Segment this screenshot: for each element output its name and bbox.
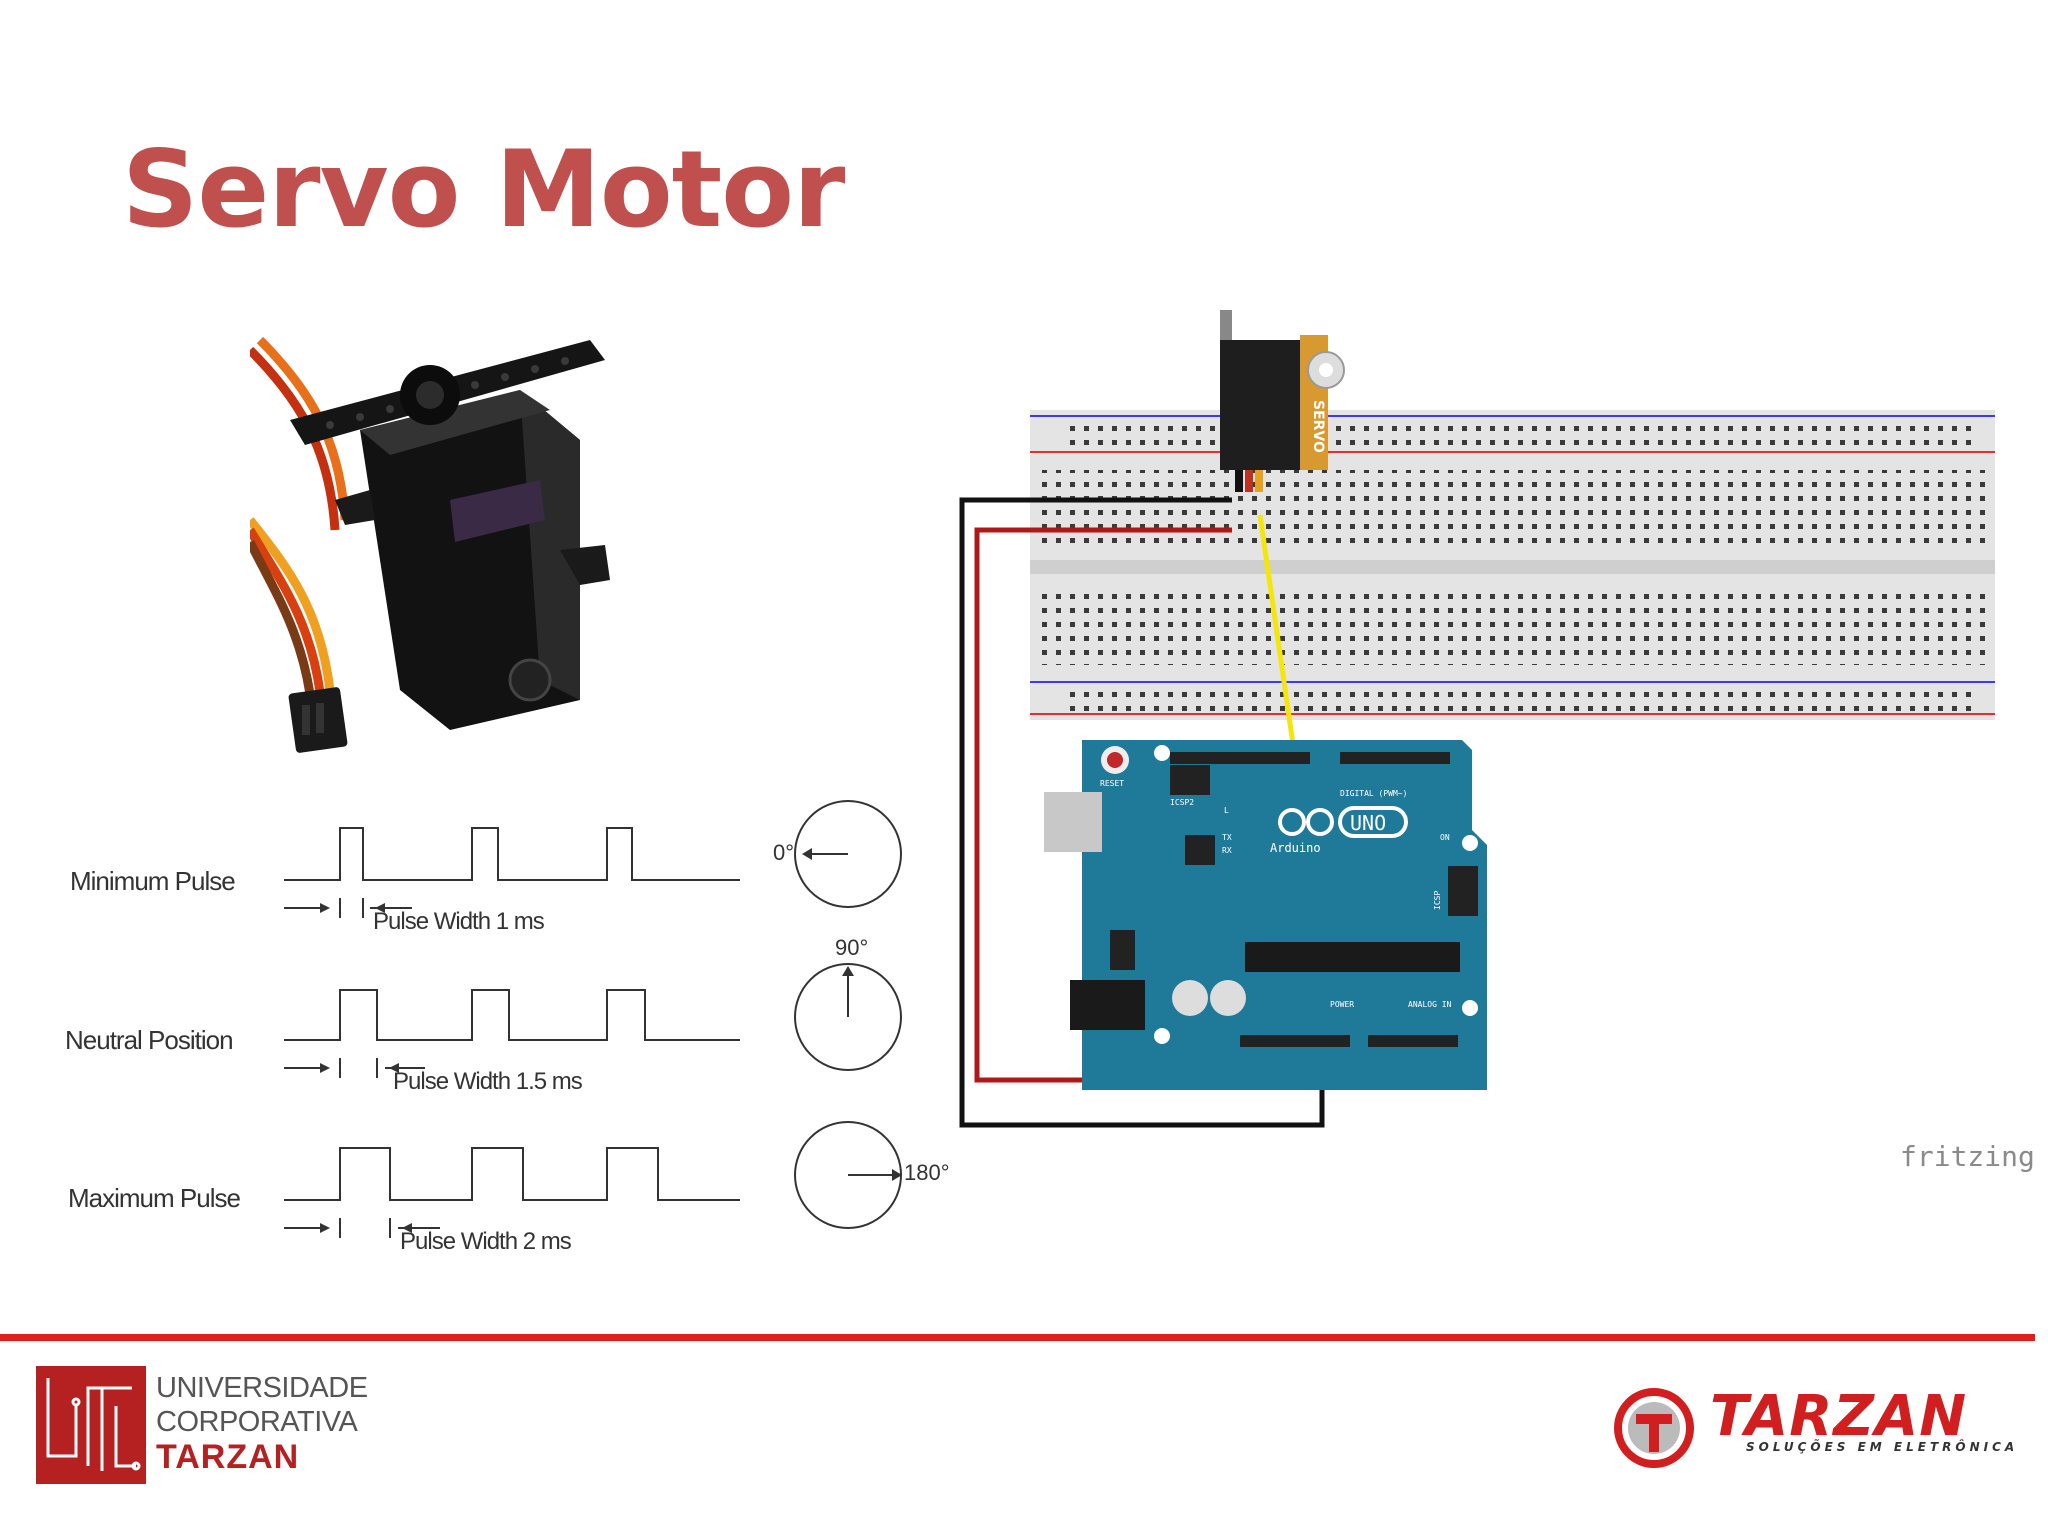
angle-label: 90°: [835, 935, 869, 960]
univ-line2: CORPORATIVA: [156, 1406, 358, 1438]
dial-0-deg: [794, 800, 902, 908]
minimum-pulse-waveform: [284, 827, 740, 881]
company-tagline: SOLUÇÕES EM ELETRÔNICA: [1746, 1440, 2019, 1454]
univ-line1: UNIVERSIDADE: [156, 1372, 368, 1404]
dial-90-deg: [794, 963, 902, 1071]
pulse-waveforms: [284, 800, 902, 1238]
maximum-pulse-waveform: [284, 1147, 740, 1201]
on-label: ON: [1440, 833, 1450, 842]
univ-line3: TARZAN: [156, 1438, 300, 1476]
digital-label: DIGITAL (PWM~): [1340, 789, 1407, 798]
angle-label: 180°: [904, 1160, 950, 1185]
tarzan-logo-emblem: [1614, 1388, 1694, 1468]
servo-part: SERVO: [1220, 310, 1345, 492]
angle-label: 0°: [773, 840, 795, 865]
page-title: Servo Motor: [122, 128, 845, 251]
analog-label: ANALOG IN: [1408, 1000, 1452, 1009]
servo-photo: [250, 336, 610, 753]
servo-part-label: SERVO: [1310, 400, 1326, 453]
rx-label: RX: [1222, 846, 1232, 855]
neutral-pulse-waveform: [284, 989, 740, 1041]
pulse-row-label: Maximum Pulse: [68, 1183, 241, 1213]
board-logo: UNO: [1350, 811, 1386, 835]
pulse-row-label: Minimum Pulse: [70, 866, 236, 896]
board-brand: Arduino: [1270, 841, 1321, 855]
tx-label: TX: [1222, 833, 1232, 842]
power-label: POWER: [1330, 1000, 1354, 1009]
arduino-uno-board: UNO Arduino RESET ICSP2 ICSP DIGITAL (PW…: [1044, 740, 1487, 1090]
icsp-label: ICSP: [1433, 891, 1442, 910]
icsp2-label: ICSP2: [1170, 798, 1194, 807]
pulse-width-label: Pulse Width 1 ms: [373, 908, 545, 935]
reset-label: RESET: [1100, 779, 1124, 788]
fritzing-circuit-diagram: SERVO UNO Arduino RESET ICSP2 ICSP DIGIT…: [959, 310, 1995, 1128]
pulse-width-label: Pulse Width 2 ms: [400, 1228, 572, 1255]
footer-divider: [0, 1334, 2035, 1341]
pulse-width-diagram: Minimum Pulse Neutral Position Maximum P…: [40, 780, 1000, 1300]
breadboard: [1030, 410, 1995, 720]
universidade-corporativa-logo: [36, 1366, 146, 1484]
wire-black: [959, 497, 1325, 1128]
pulse-width-label: Pulse Width 1.5 ms: [393, 1068, 583, 1095]
l-label: L: [1224, 806, 1229, 815]
fritzing-credit: fritzing: [1900, 1140, 2035, 1173]
company-name: TARZAN: [1710, 1384, 1968, 1449]
pulse-row-label: Neutral Position: [65, 1025, 234, 1055]
wire-yellow: [1257, 514, 1298, 759]
